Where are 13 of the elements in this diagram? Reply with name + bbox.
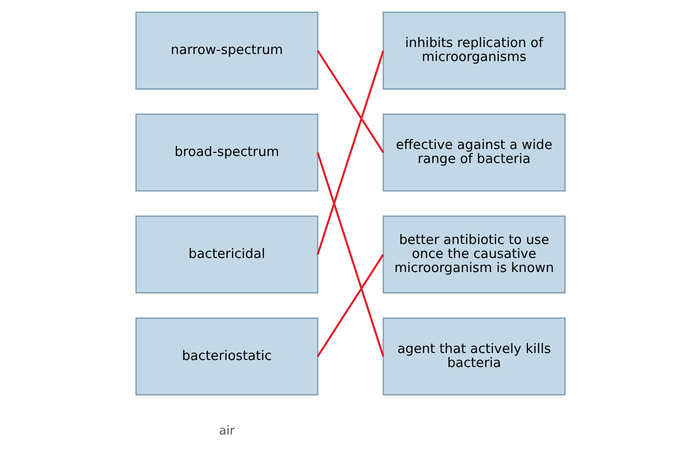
connector	[316, 50, 384, 255]
connector	[316, 152, 384, 357]
node-box: bactericidal	[134, 216, 318, 294]
node-box: inhibits replication of microorganisms	[382, 12, 566, 90]
node-box: better antibiotic to use once the causative microorganism is known	[382, 216, 566, 294]
node-box: narrow-spectrum	[134, 12, 318, 90]
label: air	[218, 423, 234, 438]
node-box: effective against a wide range of bacteria	[382, 114, 566, 192]
node-box: broad-spectrum	[134, 114, 318, 192]
node-box: agent that actively kills bacteria	[382, 317, 566, 396]
connector	[316, 50, 384, 154]
connector	[316, 254, 384, 357]
node-box: bacteriostatic	[134, 317, 318, 396]
